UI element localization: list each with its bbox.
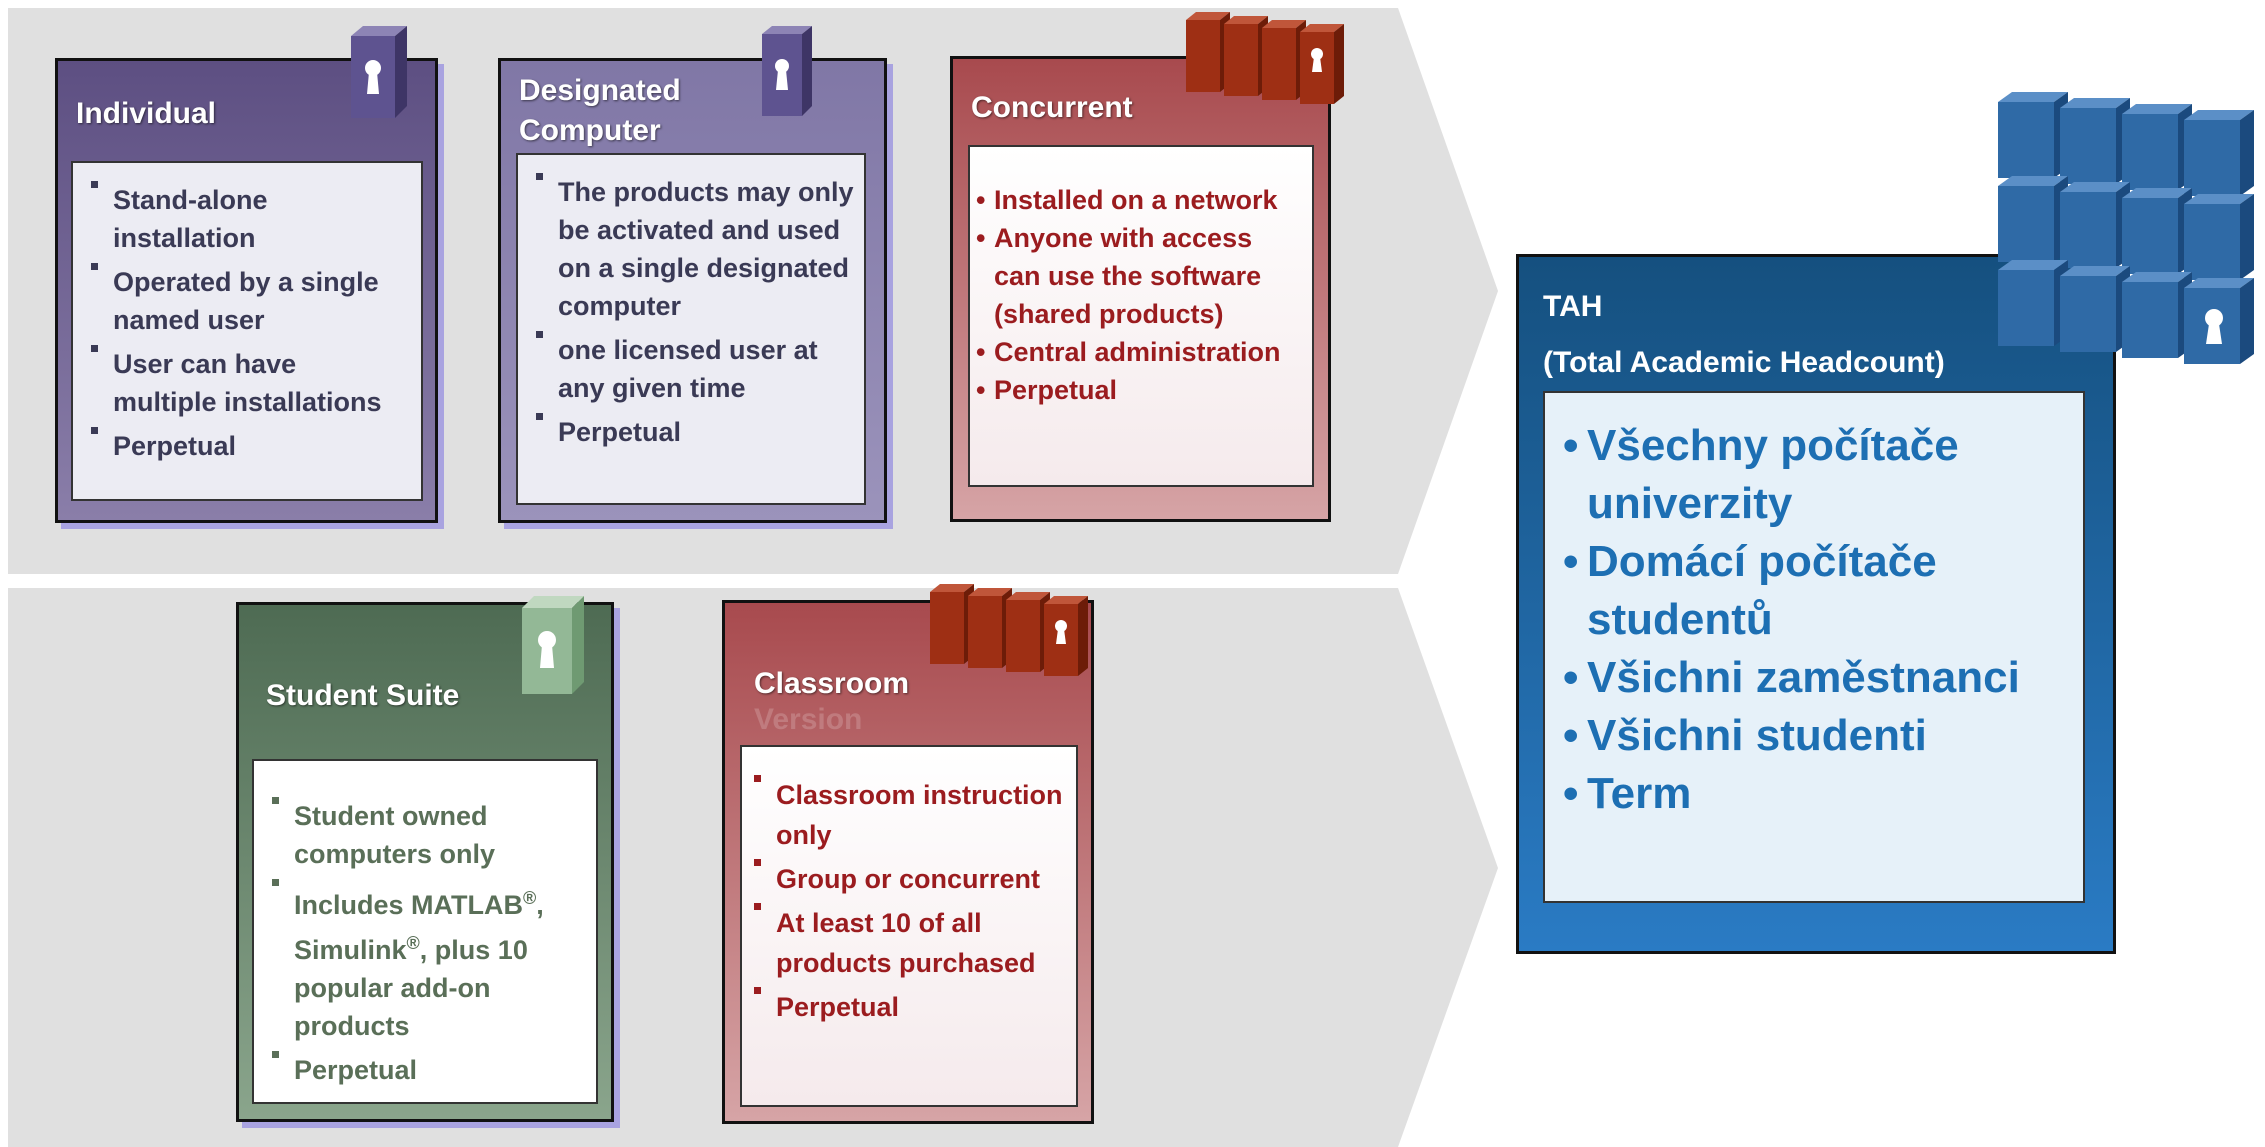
card-body: Student owned computers only Includes MA…	[252, 759, 598, 1104]
card-body: The products may only be activated and u…	[516, 153, 866, 505]
lock-block-row-icon	[930, 584, 1088, 676]
lock-block-grid-icon	[1998, 92, 2254, 364]
list-item: Central administration	[974, 333, 1306, 371]
card-designated-computer: Designated Computer The products may onl…	[498, 58, 887, 523]
list-item: Student owned computers only	[264, 797, 590, 873]
list-item: Includes MATLAB®, Simulink®, plus 10 pop…	[264, 879, 590, 1045]
list-item: The products may only be activated and u…	[528, 173, 854, 325]
lock-block-row-icon	[1186, 12, 1344, 104]
feature-list: Všechny počítače univerzity Domácí počít…	[1557, 417, 2073, 823]
keyhole-lock-icon	[762, 26, 812, 116]
card-body: Stand-alone installation Operated by a s…	[71, 161, 423, 501]
keyhole-lock-icon	[522, 596, 584, 694]
list-item: Term	[1561, 765, 2073, 823]
list-item: Perpetual	[264, 1051, 590, 1089]
list-item: one licensed user at any given time	[528, 331, 854, 407]
list-item: User can have multiple installations	[83, 345, 407, 421]
list-item: Classroom instruction only	[746, 775, 1070, 855]
feature-list: Classroom instruction only Group or conc…	[746, 775, 1070, 1027]
card-title: Concurrent	[971, 91, 1133, 124]
list-item: Stand-alone installation	[83, 181, 407, 257]
card-concurrent: Concurrent Installed on a network Anyone…	[950, 56, 1331, 522]
card-individual: Individual Stand-alone installation Oper…	[55, 58, 438, 523]
list-item: Installed on a network	[974, 181, 1306, 219]
list-item: Všechny počítače univerzity	[1561, 417, 2073, 533]
list-item: Operated by a single named user	[83, 263, 407, 339]
list-item: Perpetual	[528, 413, 854, 451]
card-body: Installed on a network Anyone with acces…	[968, 145, 1314, 487]
list-item: At least 10 of all products purchased	[746, 903, 1070, 983]
list-item: Perpetual	[974, 371, 1306, 409]
card-title: Individual	[76, 97, 217, 130]
card-classroom: Classroom Version Classroom instruction …	[722, 600, 1094, 1124]
card-title: Classroom	[754, 667, 910, 700]
card-body: Classroom instruction only Group or conc…	[740, 745, 1078, 1107]
list-item: Perpetual	[746, 987, 1070, 1027]
list-item: Všichni studenti	[1561, 707, 2073, 765]
list-item: Domácí počítače studentů	[1561, 533, 2073, 649]
feature-list: Student owned computers only Includes MA…	[264, 797, 590, 1089]
list-item: Perpetual	[83, 427, 407, 465]
list-item: Group or concurrent	[746, 859, 1070, 899]
card-body: Všechny počítače univerzity Domácí počít…	[1543, 391, 2085, 903]
keyhole-lock-icon	[351, 26, 407, 118]
feature-list: The products may only be activated and u…	[528, 173, 854, 451]
feature-list: Stand-alone installation Operated by a s…	[83, 181, 407, 465]
list-item: Všichni zaměstnanci	[1561, 649, 2073, 707]
list-item: Anyone with access can use the software …	[974, 219, 1306, 333]
card-title: Designated Computer	[519, 74, 681, 147]
card-title: TAH (Total Academic Headcount)	[1543, 290, 1945, 379]
feature-list: Installed on a network Anyone with acces…	[974, 181, 1306, 409]
card-tah: TAH (Total Academic Headcount) Všechny p…	[1516, 254, 2116, 954]
ghost-subtitle: Version	[754, 703, 863, 736]
card-title: Student Suite	[266, 679, 460, 712]
